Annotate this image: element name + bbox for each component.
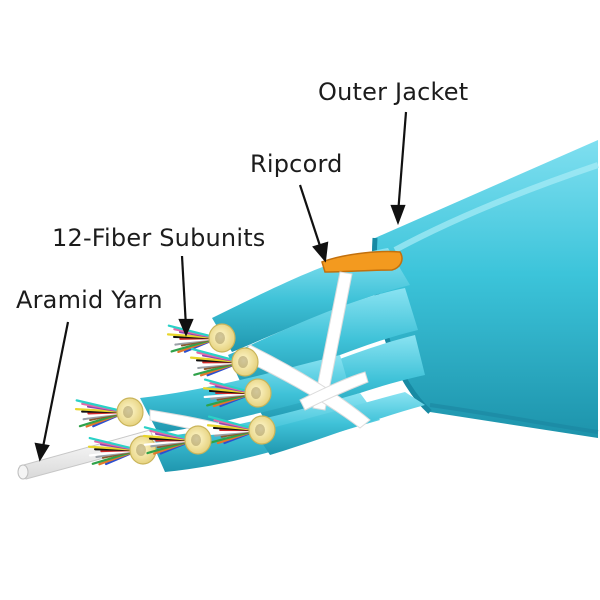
outer-jacket xyxy=(374,140,598,438)
label-outer-jacket: Outer Jacket xyxy=(318,78,468,106)
arrow-head-ripcord xyxy=(314,243,327,260)
arrow-head-aramid-yarn xyxy=(36,444,48,459)
buffer-tube-bore xyxy=(136,444,146,456)
label-12-fiber-subunits: 12-Fiber Subunits xyxy=(52,224,266,252)
arrow-ripcord xyxy=(300,185,322,252)
ripcord xyxy=(322,252,402,272)
buffer-tube-bore xyxy=(238,356,248,368)
buffer-tube-bore xyxy=(123,406,133,418)
arrow-aramid-yarn xyxy=(42,322,68,452)
label-aramid-yarn: Aramid Yarn xyxy=(16,286,163,314)
arrow-subunits xyxy=(182,256,186,327)
buffer-tube-bore xyxy=(255,424,265,436)
buffer-tube-bore xyxy=(191,434,201,446)
buffer-tube-bore xyxy=(251,387,261,399)
buffer-tube-1 xyxy=(168,324,235,352)
arrow-head-outer-jacket xyxy=(392,206,404,222)
buffer-tube-bore xyxy=(215,332,225,344)
label-ripcord: Ripcord xyxy=(250,150,343,178)
arrow-outer-jacket xyxy=(398,112,406,214)
buffer-tube-5 xyxy=(76,398,143,426)
